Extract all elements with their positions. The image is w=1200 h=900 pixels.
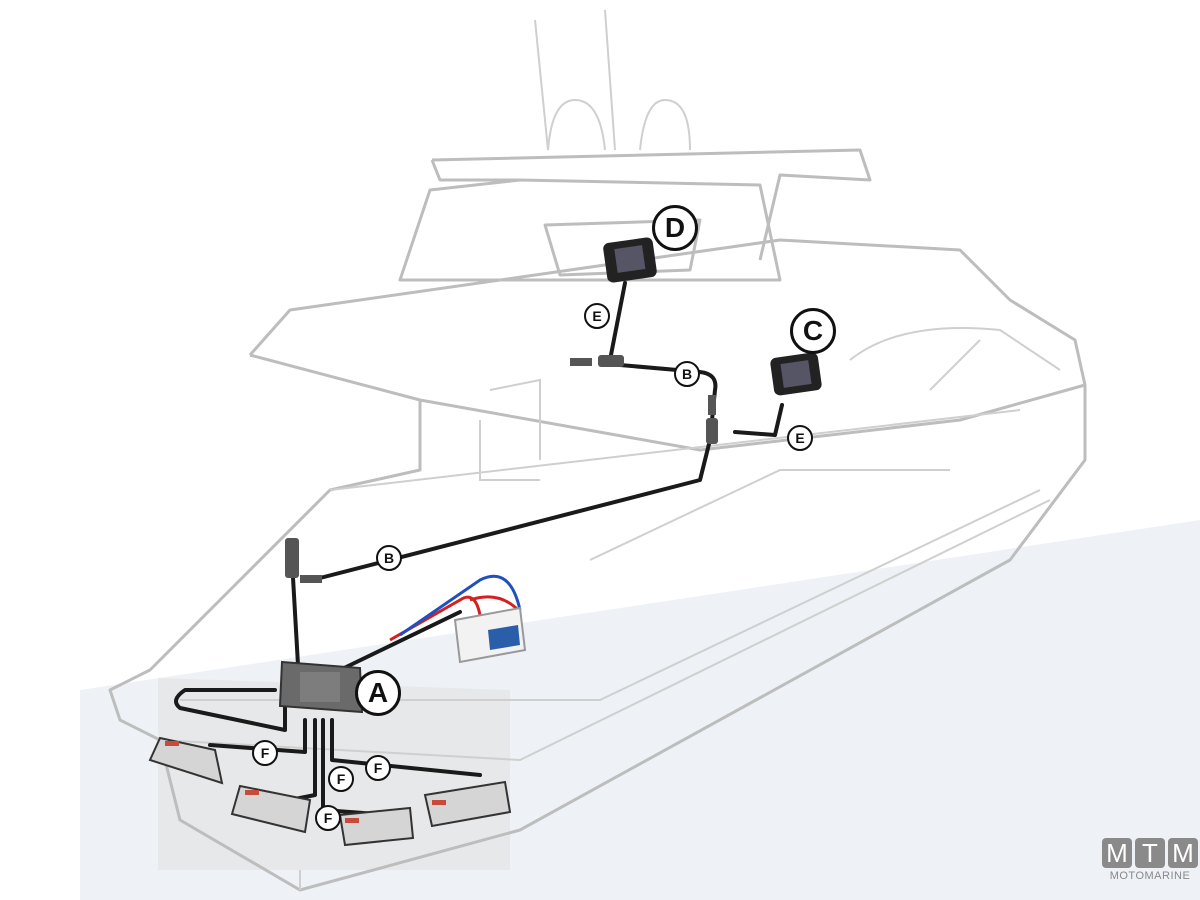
callout-e-upper: E <box>584 303 610 329</box>
display-c <box>770 352 822 396</box>
callout-f-4: F <box>315 805 341 831</box>
hull-outline <box>108 385 1087 892</box>
control-unit-a <box>278 660 364 714</box>
logo-subtitle: MOTOMARINE <box>1109 870 1191 882</box>
callout-f-3: F <box>365 755 391 781</box>
flybridge <box>398 178 782 282</box>
callout-e-right: E <box>787 425 813 451</box>
logo-letter: M <box>1102 838 1132 868</box>
logo-letter: M <box>1168 838 1198 868</box>
callout-b-main: B <box>376 545 402 571</box>
cable-e-to-c <box>733 403 784 437</box>
cable-power <box>338 610 462 672</box>
negative-lead <box>399 574 522 637</box>
trim-tab-actuators <box>148 736 512 847</box>
display-d <box>603 237 657 283</box>
callout-a: A <box>355 670 401 716</box>
radar-arch <box>534 9 691 151</box>
cable-f-1 <box>208 718 307 754</box>
hardtop <box>430 148 872 261</box>
t-connectors <box>285 355 718 583</box>
callout-b-upper: B <box>674 361 700 387</box>
actuator-logos <box>165 741 446 823</box>
cable-b-main <box>318 438 712 580</box>
cable-module-loop <box>174 688 287 732</box>
windshield <box>849 327 1061 391</box>
cable-f-4 <box>330 718 482 777</box>
callout-f-1: F <box>252 740 278 766</box>
battery <box>453 606 527 664</box>
hull-lines <box>159 378 1051 890</box>
mtm-motomarine-logo: M T M MOTOMARINE <box>1102 838 1198 882</box>
callout-f-2: F <box>328 766 354 792</box>
callout-d: D <box>652 205 698 251</box>
logo-letter: T <box>1135 838 1165 868</box>
cable-b-upper <box>618 363 718 422</box>
callout-c: C <box>790 308 836 354</box>
cable-e-to-d <box>608 281 627 362</box>
